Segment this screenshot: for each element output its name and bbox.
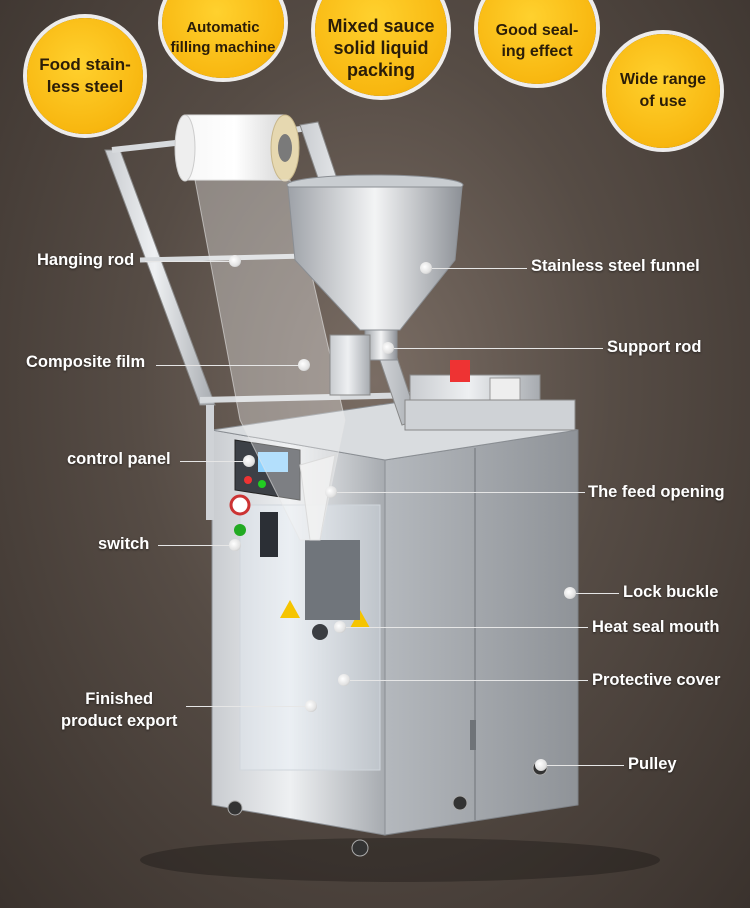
marker-composite-film bbox=[298, 359, 310, 371]
badge-food-stainless-steel: Food stain- less steel bbox=[27, 18, 143, 134]
leader-finished-product-export bbox=[186, 706, 306, 707]
leader-lock-buckle bbox=[576, 593, 619, 594]
leader-heat-seal-mouth bbox=[346, 627, 588, 628]
badge-good-sealing-text: Good seal- ing effect bbox=[495, 22, 579, 60]
marker-stainless-steel-funnel bbox=[420, 262, 432, 274]
label-heat-seal-mouth: Heat seal mouth bbox=[592, 618, 720, 636]
leader-feed-opening bbox=[337, 492, 585, 493]
marker-heat-seal-mouth bbox=[334, 621, 346, 633]
label-composite-film: Composite film bbox=[26, 353, 146, 371]
badge-food-stainless-steel-text: Food stain- less steel bbox=[39, 55, 131, 96]
label-protective-cover: Protective cover bbox=[592, 671, 721, 689]
marker-support-rod bbox=[382, 342, 394, 354]
badge-wide-range-text: Wide range of use bbox=[619, 71, 707, 110]
leader-protective-cover bbox=[350, 680, 588, 681]
leader-control-panel bbox=[180, 461, 245, 462]
badge-mixed-sauce-text: Mixed sauce solid liquid packing bbox=[327, 16, 435, 80]
marker-lock-buckle bbox=[564, 587, 576, 599]
leader-composite-film bbox=[156, 365, 301, 366]
marker-protective-cover bbox=[338, 674, 350, 686]
label-control-panel: control panel bbox=[67, 450, 171, 468]
marker-pulley bbox=[535, 759, 547, 771]
label-hanging-rod: Hanging rod bbox=[37, 251, 135, 269]
leader-stainless-steel-funnel bbox=[432, 268, 527, 269]
badge-wide-range: Wide range of use bbox=[606, 34, 720, 148]
marker-control-panel bbox=[243, 455, 255, 467]
marker-hanging-rod bbox=[229, 255, 241, 267]
label-support-rod: Support rod bbox=[607, 338, 702, 356]
marker-finished-product-export bbox=[305, 700, 317, 712]
badge-mixed-sauce: Mixed sauce solid liquid packing bbox=[315, 0, 447, 96]
label-feed-opening: The feed opening bbox=[588, 483, 725, 501]
leader-pulley bbox=[547, 765, 624, 766]
marker-switch bbox=[229, 539, 241, 551]
label-switch: switch bbox=[98, 535, 150, 553]
leader-switch bbox=[158, 545, 231, 546]
leader-hanging-rod bbox=[145, 261, 233, 262]
badge-automatic-filling-text: Automatic filling machine bbox=[170, 19, 276, 56]
leader-support-rod bbox=[394, 348, 603, 349]
label-stainless-steel-funnel: Stainless steel funnel bbox=[531, 257, 700, 275]
label-pulley: Pulley bbox=[628, 755, 677, 773]
marker-feed-opening bbox=[325, 486, 337, 498]
label-finished-product-export: Finished product export bbox=[61, 690, 178, 730]
label-lock-buckle: Lock buckle bbox=[623, 583, 719, 601]
